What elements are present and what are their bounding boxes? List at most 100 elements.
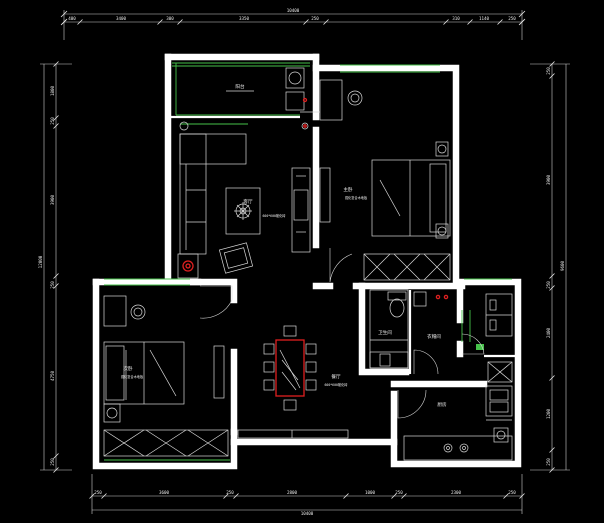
bottom-ticks-mark (343, 493, 349, 499)
room-sub-master: 强化复合木地板 (345, 195, 368, 200)
bottom-dim-3: 250 (226, 490, 234, 495)
laundry-door (413, 349, 439, 375)
right-dim-5: 1200 (546, 408, 551, 419)
plant-icon (179, 121, 189, 131)
top-overall-dim: 10400 (287, 8, 300, 13)
right-ticks-mark (549, 375, 555, 381)
top-ticks-mark (467, 19, 473, 25)
master-door (329, 248, 353, 283)
room-label-dining: 餐厅 (331, 373, 341, 380)
top-ticks-mark (519, 19, 525, 25)
right-dim-6: 250 (546, 458, 551, 466)
room-label-kitchen: 厨房 (437, 401, 447, 408)
left-ticks-mark (53, 467, 59, 473)
master-bedroom: 主卧 强化复合木地板 (319, 79, 451, 283)
right-ticks-mark (549, 73, 555, 79)
right-ticks-mark (549, 447, 555, 453)
kitchen-counter (403, 435, 513, 461)
bottom-ticks-mark (89, 493, 95, 499)
kitchen-door (397, 389, 427, 419)
room-label-living: 客厅 (243, 198, 253, 205)
balcony-room: 阳台 (226, 67, 320, 113)
right-dimensions: 250 3900 250 2400 1200 250 9600 (530, 61, 570, 473)
bottom-dim-5: 1000 (365, 490, 376, 495)
left-ticks-mark (53, 283, 59, 289)
double-bed (371, 159, 451, 237)
bathroom: 卫生间 (369, 289, 409, 369)
bottom-dim-4: 2800 (287, 490, 298, 495)
room-sub-dining: 600*600玻化砖 (325, 382, 349, 387)
bottom-dimensions: 250 3600 250 2800 1000 250 2300 250 1040… (89, 474, 525, 516)
bottom-ticks-mark (391, 493, 397, 499)
right-overall-dim: 9600 (560, 260, 565, 271)
desk-chair-icon-2 (130, 304, 146, 320)
top-ticks-mark (323, 19, 329, 25)
top-dim-5: 250 (311, 16, 319, 21)
fire-hydrant-icon (182, 260, 194, 272)
left-dim-1: 1800 (50, 85, 55, 96)
left-dim-6: 250 (50, 458, 55, 466)
bottom-dim-6: 250 (395, 490, 403, 495)
second-wardrobe (103, 429, 229, 457)
kitchen-sink (485, 385, 513, 417)
left-dim-2: 250 (50, 117, 55, 125)
bottom-ticks-mark (503, 493, 509, 499)
dining-room: 餐厅 600*600玻化砖 (237, 325, 349, 439)
right-dim-2: 3900 (546, 174, 551, 185)
left-dim-3: 3900 (50, 194, 55, 205)
right-dim-1: 250 (546, 67, 551, 75)
top-ticks-mark (303, 19, 309, 25)
rug-flower-icon (234, 202, 252, 220)
corridor-door (461, 333, 485, 355)
stove-icon (443, 443, 469, 453)
top-dimensions: 10400 400 3400 300 3350 250 310 1140 250 (60, 8, 526, 40)
top-dim-7: 1140 (479, 16, 490, 21)
top-dim-2: 3400 (116, 16, 127, 21)
bottom-ticks-mark (101, 493, 107, 499)
left-ticks-mark (53, 115, 59, 121)
left-ticks-mark (53, 453, 59, 459)
left-dimensions: 1800 250 3900 250 4750 250 12000 (38, 61, 72, 473)
room-label-second: 次卧 (123, 365, 133, 372)
bottom-ticks-mark (519, 493, 525, 499)
right-ticks-mark (549, 61, 555, 67)
second-door (199, 285, 233, 319)
top-ticks-mark (77, 19, 83, 25)
dining-chairs (263, 325, 317, 411)
right-ticks-mark (549, 467, 555, 473)
bottom-overall-dim: 10400 (301, 511, 314, 516)
left-overall-dim: 12000 (38, 255, 43, 268)
windows (104, 62, 512, 461)
top-dim-6: 310 (452, 16, 460, 21)
right-dim-3: 250 (546, 281, 551, 289)
left-ticks-mark (53, 123, 59, 129)
bottom-ticks-mark (233, 493, 239, 499)
kitchen: 厨房 (397, 385, 513, 461)
top-ticks-mark (177, 19, 183, 25)
sofa-back (179, 133, 247, 165)
washing-machine (285, 67, 305, 89)
top-dim-4: 3350 (239, 16, 250, 21)
top-ticks-mark (157, 19, 163, 25)
top-ticks-mark (497, 19, 503, 25)
hydrant-cabinet (177, 253, 199, 279)
top-dim-1: 400 (68, 16, 76, 21)
coffee-table (225, 187, 261, 235)
sofa-side (179, 133, 207, 255)
left-ticks-mark (53, 273, 59, 279)
toilet-icon (387, 291, 407, 318)
right-dim-4: 2400 (546, 327, 551, 338)
left-ticks-mark (53, 61, 59, 67)
armchair (218, 242, 254, 274)
shower-area (369, 351, 409, 369)
wardrobe (363, 253, 451, 281)
tv-cabinet (291, 167, 311, 253)
room-label-laundry: 衣帽间 (427, 333, 441, 340)
right-ticks-mark (549, 285, 555, 291)
room-label-balcony: 阳台 (235, 83, 245, 90)
room-label-master: 主卧 (343, 186, 353, 193)
desk-chair-icon (347, 90, 363, 106)
top-dim-3: 300 (166, 16, 174, 21)
left-dim-4: 250 (50, 281, 55, 289)
